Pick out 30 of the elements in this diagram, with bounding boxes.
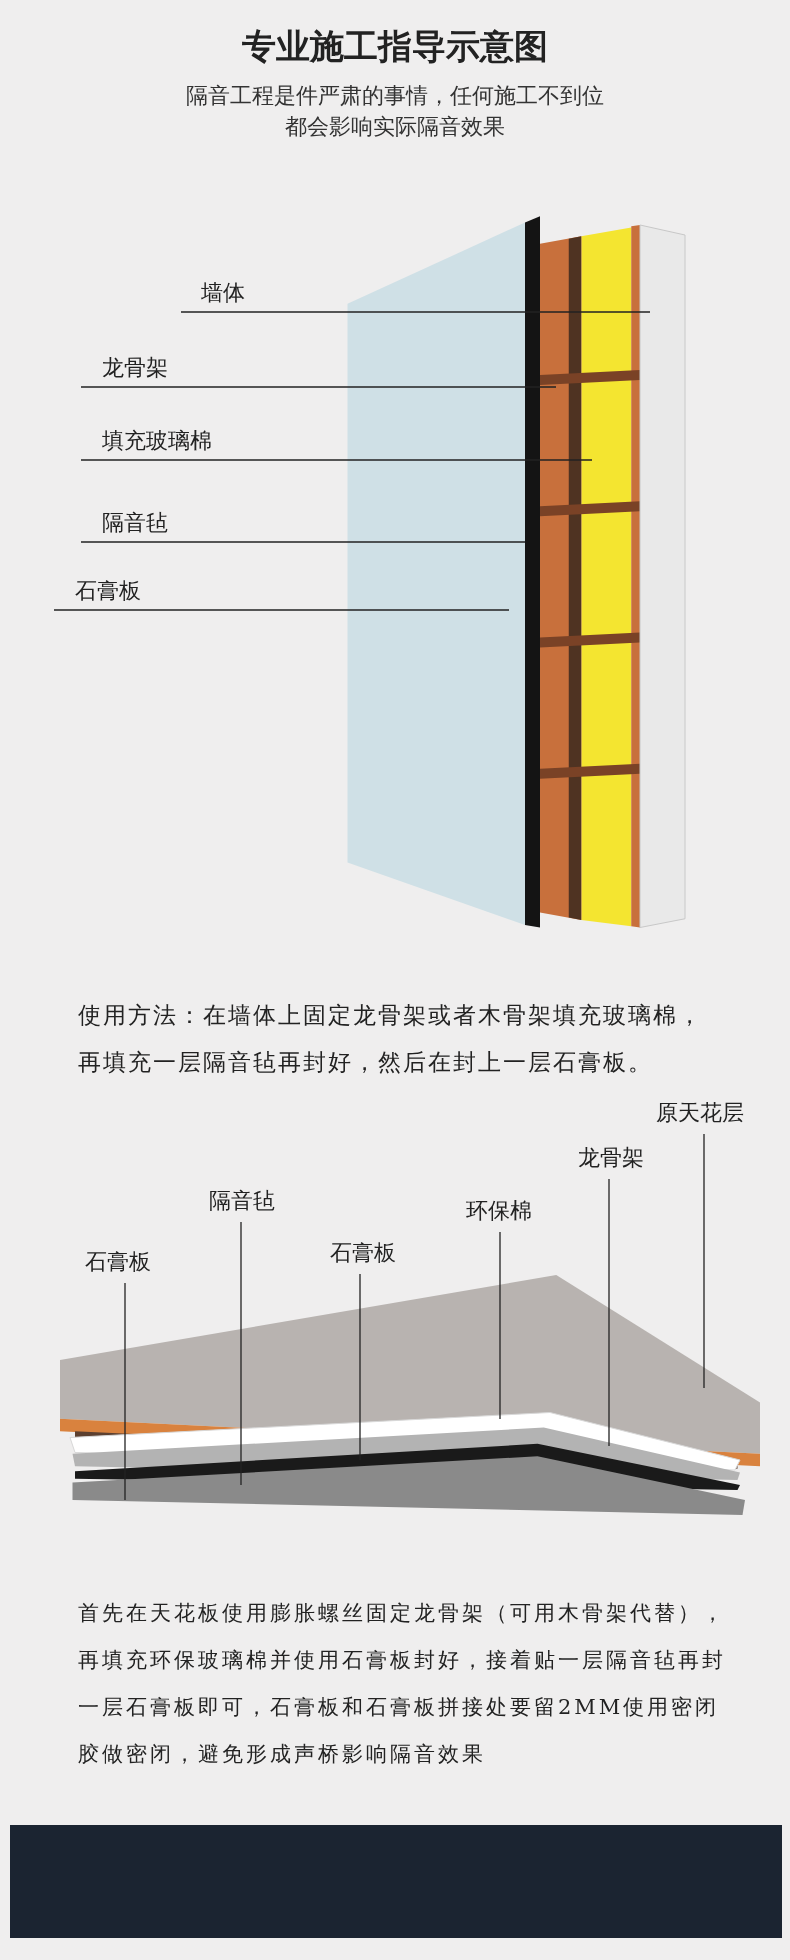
part-label: 环保棉	[461, 1196, 537, 1232]
subtitle: 隔音工程是件严肃的事情，任何施工不到位都会影响实际隔音效果	[185, 82, 605, 141]
gypsum-board-panel	[347, 222, 525, 925]
diagram-title: 专业施工指导示意图	[241, 25, 549, 68]
part-label: 石膏板	[80, 1247, 156, 1283]
gypsum-board-layer	[72, 1456, 745, 1515]
leader-line	[80, 459, 593, 461]
leader-line	[240, 1221, 242, 1486]
part-label: 石膏板	[54, 576, 164, 610]
part-label: 隔音毡	[81, 508, 191, 542]
leader-line	[80, 541, 526, 543]
part-label: 墙体	[181, 278, 301, 312]
part-label: 龙骨架	[573, 1143, 649, 1179]
part-label: 隔音毡	[204, 1186, 280, 1222]
leader-line	[180, 311, 651, 313]
frame-drawing	[540, 225, 640, 928]
part-label: 填充玻璃棉	[81, 426, 231, 460]
part-label: 龙骨架	[81, 353, 191, 387]
wall-panel	[639, 224, 686, 928]
leader-line	[53, 609, 510, 611]
instruction-paragraph: 首先在天花板使用膨胀螺丝固定龙骨架（可用木骨架代替），再填充环保玻璃棉并使用石膏板封好，接着贴一层隔音毡再封一层石膏板即可，石膏板和石膏板拼接处要留2MM使用密闭胶做密闭，避免形成声桥影响隔音效果	[78, 1600, 727, 1768]
leader-line	[499, 1231, 501, 1420]
felt-strip	[525, 216, 540, 928]
glass-wool-infill	[581, 227, 632, 927]
part-label: 原天花层	[650, 1098, 750, 1134]
leader-line	[703, 1133, 705, 1389]
leader-line	[80, 386, 557, 388]
part-label: 石膏板	[325, 1238, 401, 1274]
leader-line	[124, 1282, 126, 1501]
usage-note: 使用方法：在墙体上固定龙骨架或者木骨架填充玻璃棉，再填充一层隔音毡再封好，然后在封上一层石膏板。	[78, 1001, 704, 1077]
